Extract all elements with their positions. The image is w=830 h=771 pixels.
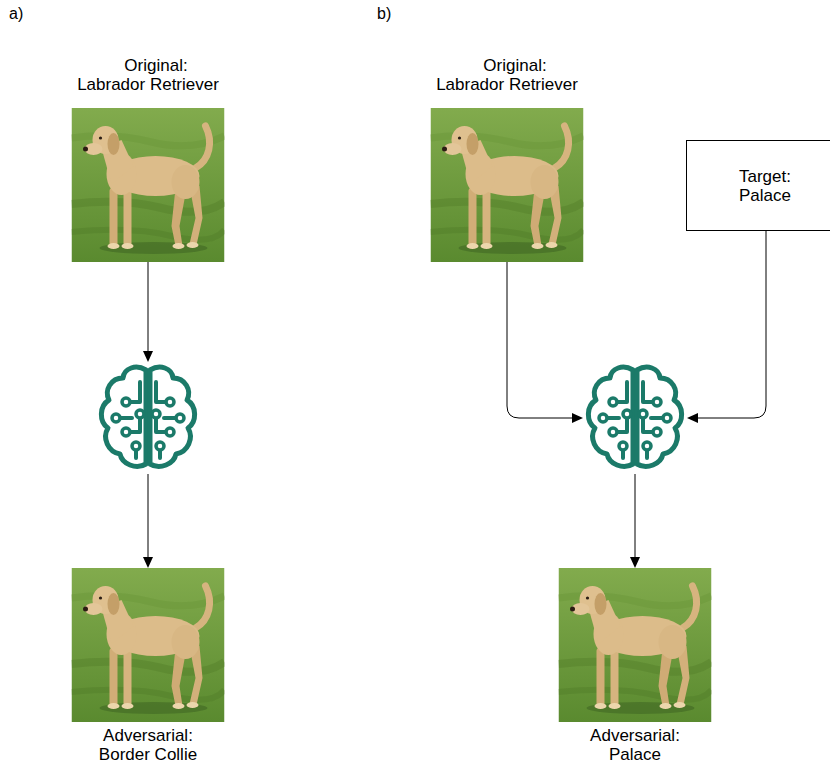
- connector: [507, 262, 583, 423]
- arrow-head: [630, 557, 640, 568]
- image-node: Original: Labrador Retriever: [431, 56, 584, 262]
- connector-line: [697, 231, 766, 418]
- image-node: Original: Labrador Retriever: [72, 56, 225, 262]
- connector-line: [635, 474, 636, 558]
- connector-line: [507, 262, 573, 418]
- model-icon: [588, 367, 681, 466]
- dog-photo: [559, 568, 712, 722]
- dog-photo: [72, 108, 225, 262]
- image-caption: Original: Labrador Retriever: [75, 56, 221, 94]
- image-node: Adversarial: Palace: [559, 568, 712, 764]
- model-icon: [101, 367, 194, 466]
- model-node: [583, 362, 687, 474]
- connector: [143, 262, 153, 362]
- connector: [143, 474, 153, 568]
- image-caption: Adversarial: Palace: [579, 726, 691, 764]
- model-node: [96, 362, 200, 474]
- dog-photo: [72, 568, 225, 722]
- connector: [630, 474, 640, 568]
- image-caption: Adversarial: Border Collie: [92, 726, 204, 764]
- panel-label: b): [377, 5, 391, 23]
- panel-label: a): [9, 5, 23, 23]
- image-area: [559, 568, 712, 726]
- connector-line: [148, 262, 149, 352]
- box-text: Target: Palace: [723, 167, 807, 205]
- panel-label-holder: a): [9, 5, 23, 23]
- image-area: [431, 94, 584, 262]
- panel-label-holder: b): [377, 5, 391, 23]
- arrow-head: [572, 413, 583, 423]
- image-caption: Original: Labrador Retriever: [434, 56, 580, 94]
- image-area: [72, 94, 225, 262]
- arrow-head: [143, 351, 153, 362]
- image-area: [72, 568, 225, 726]
- connector: [687, 231, 766, 423]
- connector-line: [148, 474, 149, 558]
- image-node: Adversarial: Border Collie: [72, 568, 225, 764]
- arrow-head: [687, 413, 698, 423]
- dog-photo: [431, 108, 584, 262]
- target-box: Target: Palace: [686, 140, 830, 231]
- arrow-head: [143, 557, 153, 568]
